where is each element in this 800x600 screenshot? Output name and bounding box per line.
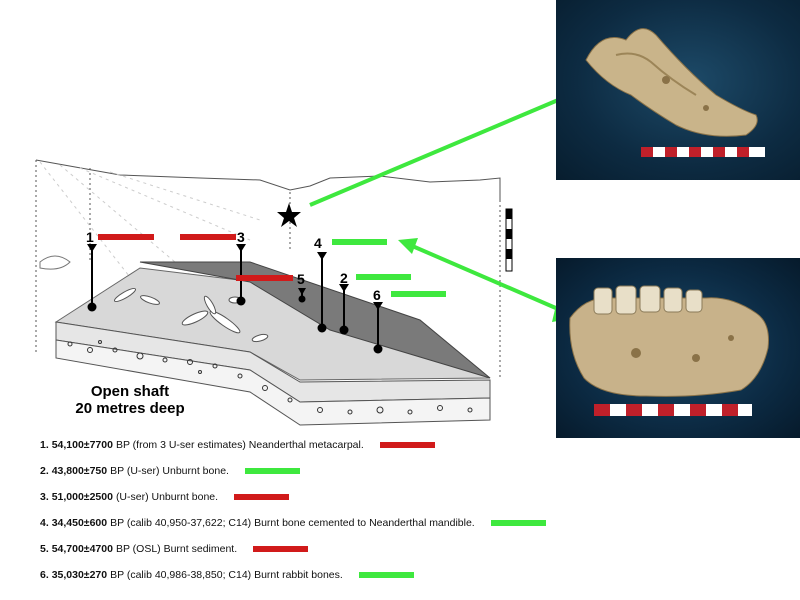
legend-date: 54,700±4700 [51,543,113,555]
legend-swatch [234,494,290,500]
legend-swatch [244,468,300,474]
legend-num: 2. [40,465,49,477]
pointer-arrows [309,90,580,322]
legend-num: 3. [40,491,49,503]
marker-label-3: 3 [237,229,245,245]
mandible-with-teeth-photo [556,258,800,438]
legend-desc: (U-ser) Unburnt bone. [115,491,219,503]
marker-bar-2 [356,274,411,280]
mandible-fragment-photo [556,0,800,180]
shaft-caption-line-2: 20 metres deep [75,400,185,417]
legend-num: 5. [40,543,49,555]
legend-row-5: 5. 54,700±4700 BP (OSL) Burnt sediment. [40,540,309,558]
rubble-base [55,339,491,426]
legend-desc: BP (from 3 U-ser estimates) Neanderthal … [115,439,364,451]
legend-swatch [379,442,435,448]
sample-marker-2: 2 [339,270,411,335]
marker-bar-6 [391,291,446,297]
marker-bar-5 [236,275,293,281]
legend-date: 51,000±2500 [51,491,113,503]
sample-marker-6: 6 [373,287,446,354]
legend-row-6: 6. 35,030±270 BP (calib 40,986-38,850; C… [40,566,414,584]
sample-marker-5: 5 [236,271,306,303]
rubble-stones [67,340,473,415]
marker-bar-3 [180,234,236,240]
legend-row-3: 3. 51,000±2500 (U-ser) Unburnt bone. [40,488,290,506]
legend-row-2: 2. 43,800±750 BP (U-ser) Unburnt bone. [40,462,300,480]
legend-swatch [253,546,309,552]
legend-desc: BP (calib 40,950-37,622; C14) Burnt bone… [110,517,475,529]
legend-swatch [490,520,546,526]
legend-date: 34,450±600 [51,517,108,529]
sample-marker-4: 4 [314,235,387,333]
shaft-caption-line-1: Open shaft [90,383,170,400]
marker-label-5: 5 [297,271,305,287]
legend-row-4: 4. 34,450±600 BP (calib 40,950-37,622; C… [40,514,546,532]
marker-bar-4 [332,239,387,245]
cave-outline [35,159,501,380]
arrow-to-bottom-photo [409,243,566,314]
dark-sediment-layer [139,261,491,379]
marker-label-4: 4 [314,235,322,251]
legend-date: 43,800±750 [51,465,108,477]
legend-desc: BP (calib 40,986-38,850; C14) Burnt rabb… [110,569,343,581]
marker-label-2: 2 [340,270,348,286]
legend-swatch [358,572,414,578]
legend-desc: BP (U-ser) Unburnt bone. [110,465,229,477]
legend-num: 1. [40,439,49,451]
shaft-light-rays [39,161,261,301]
legend-num: 6. [40,569,49,581]
legend-date: 35,030±270 [51,569,108,581]
skeleton-remains [114,287,269,343]
arrow-to-top-photo [309,93,571,207]
marker-bar-1 [98,234,154,240]
star-icon [277,203,301,227]
legend-num: 4. [40,517,49,529]
legend-date: 54,100±7700 [51,439,113,451]
scale-bar-icon [505,208,513,272]
legend-row-1: 1. 54,100±7700 BP (from 3 U-ser estimate… [40,436,435,454]
marker-label-6: 6 [373,287,381,303]
marker-label-1: 1 [86,229,94,245]
sample-marker-1: 1 [86,229,154,312]
arrow-tail-bottom-photo [398,238,418,254]
legend-desc: BP (OSL) Burnt sediment. [115,543,238,555]
